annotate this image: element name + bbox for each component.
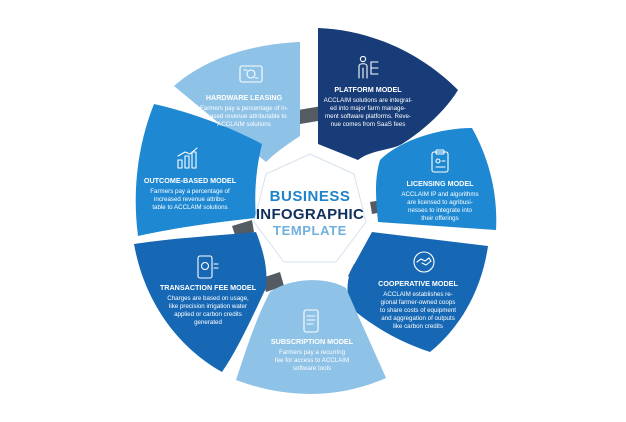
platform-model-text: PLATFORM MODEL ACCLAIM solutions are int… <box>324 85 413 128</box>
mobile-payment-icon <box>197 255 219 279</box>
licensing-model-line-2: are licensed to agribusi- <box>407 199 473 206</box>
title-line-infographic: INFOGRAPHIC <box>256 206 364 223</box>
outcome-based-model-text: OUTCOME-BASED MODEL Farmers pay a percen… <box>144 176 237 211</box>
hardware-leasing-line-1: Farmers pay a percentage of in- <box>200 105 288 112</box>
hardware-leasing-title: HARDWARE LEASING <box>206 93 283 102</box>
transaction-fee-model-title: TRANSACTION FEE MODEL <box>160 283 257 292</box>
transaction-fee-model-text: TRANSACTION FEE MODEL Charges are based … <box>160 283 257 326</box>
cooperative-model-line-3: to share costs of equipment <box>380 307 456 314</box>
cooperative-model-line-5: like carbon credits <box>393 323 443 330</box>
person-network-icon <box>358 55 379 79</box>
outcome-based-model-line-2: increased revenue attribu- <box>154 196 226 203</box>
platform-model-line-4: nue comes from SaaS fees <box>331 121 406 128</box>
segment-platform-model <box>318 28 458 160</box>
clipboard-icon <box>431 149 449 173</box>
growth-chart-icon <box>177 147 198 169</box>
subscription-model-line-3: software tools <box>293 365 331 372</box>
transaction-fee-model-line-1: Charges are based on usage, <box>167 295 249 302</box>
platform-model-line-1: ACCLAIM solutions are integrat- <box>324 97 413 104</box>
subscription-model-line-1: Farmers pay a recurring <box>279 349 346 356</box>
outcome-based-model-line-3: table to ACCLAIM solutions <box>152 204 227 211</box>
platform-model-line-3: ment software platforms. Reve- <box>325 113 411 120</box>
licensing-model-title: LICENSING MODEL <box>406 179 474 188</box>
outcome-based-model-line-1: Farmers pay a percentage of <box>150 188 230 195</box>
segment-outcome-based-model <box>135 104 262 236</box>
transaction-fee-model-line-2: like precision irrigation water <box>169 303 247 310</box>
subscription-model-line-2: fee for access to ACCLAIM <box>275 357 349 364</box>
center-title: BUSINESS INFOGRAPHIC TEMPLATE <box>256 188 364 238</box>
licensing-model-line-1: ACCLAIM IP and algorithms <box>401 191 478 198</box>
licensing-model-line-3: nesses to integrate into <box>408 207 473 214</box>
subscription-model-text: SUBSCRIPTION MODEL Farmers pay a recurri… <box>271 337 354 372</box>
hardware-leasing-line-2: creased revenue attributable to <box>201 113 287 120</box>
cooperative-model-line-1: ACCLAIM establishes re- <box>383 291 452 298</box>
transaction-fee-model-line-3: applied or carbon credits <box>174 311 242 318</box>
hardware-icon <box>239 65 263 83</box>
cooperative-model-line-4: and aggregation of outputs <box>381 315 455 322</box>
segment-hardware-leasing <box>174 42 300 162</box>
segment-cooperative-model <box>347 232 488 352</box>
title-line-business: BUSINESS <box>270 188 351 205</box>
phone-document-icon <box>303 309 319 333</box>
licensing-model-text: LICENSING MODEL ACCLAIM IP and algorithm… <box>401 179 478 222</box>
cooperative-model-line-2: gional farmer-owned coops <box>381 299 456 306</box>
segment-licensing-model <box>376 128 497 230</box>
outcome-based-model-title: OUTCOME-BASED MODEL <box>144 176 237 185</box>
segment-subscription-model <box>236 280 386 394</box>
handshake-icon <box>413 251 435 273</box>
licensing-model-line-4: their offerings <box>421 215 458 222</box>
segment-transaction-fee-model <box>134 232 267 372</box>
platform-model-line-2: ed into major farm manage- <box>330 105 406 112</box>
cooperative-model-title: COOPERATIVE MODEL <box>378 279 458 288</box>
hardware-leasing-text: HARDWARE LEASING Farmers pay a percentag… <box>200 93 288 128</box>
center-heptagon <box>253 153 367 263</box>
cooperative-model-text: COOPERATIVE MODEL ACCLAIM establishes re… <box>378 279 458 330</box>
platform-model-title: PLATFORM MODEL <box>334 85 402 94</box>
subscription-model-title: SUBSCRIPTION MODEL <box>271 337 354 346</box>
hardware-leasing-line-3: ACCLAIM solutions <box>217 121 271 128</box>
title-line-template: TEMPLATE <box>273 223 347 238</box>
transaction-fee-model-line-4: generated <box>194 319 222 326</box>
